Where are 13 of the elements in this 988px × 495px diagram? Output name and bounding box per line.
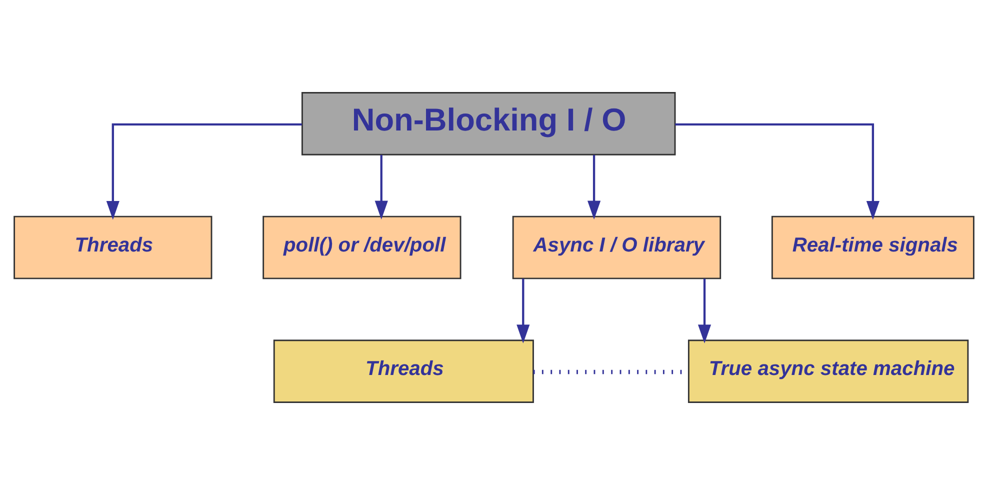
node-box: Threads bbox=[14, 216, 212, 280]
node-box: Async I / O library bbox=[512, 216, 722, 280]
node-box: Threads bbox=[273, 340, 534, 403]
arrow bbox=[516, 278, 530, 344]
arrow bbox=[698, 278, 712, 344]
arrow bbox=[106, 123, 302, 220]
node-box: poll() or /dev/poll bbox=[262, 216, 462, 280]
node-box: Non-Blocking I / O bbox=[301, 92, 676, 156]
arrow bbox=[675, 123, 880, 220]
node-box: Real-time signals bbox=[771, 216, 974, 280]
arrow bbox=[374, 154, 388, 220]
arrow bbox=[587, 154, 601, 220]
node-box: True async state machine bbox=[688, 340, 969, 403]
